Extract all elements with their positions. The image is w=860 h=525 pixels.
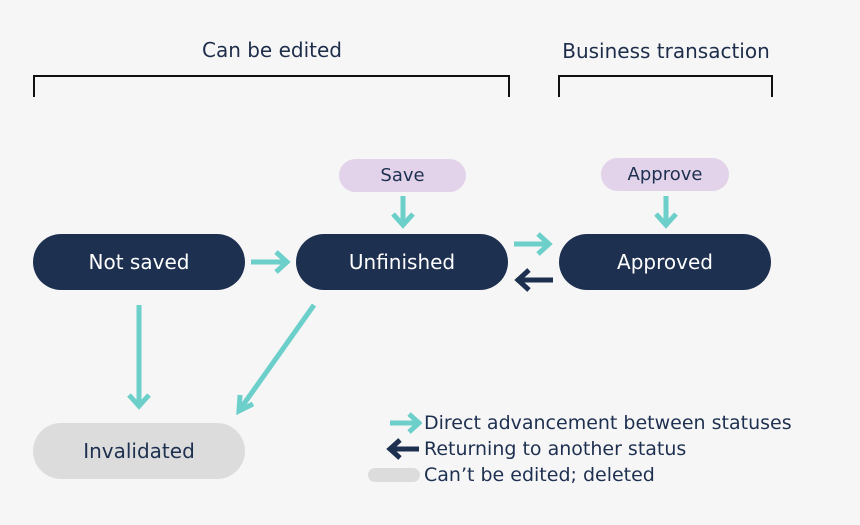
- bracket-can-be-edited: [33, 75, 510, 97]
- legend-label-deleted: Can’t be edited; deleted: [424, 464, 655, 486]
- status-not-saved: Not saved: [33, 234, 245, 290]
- status-approved: Approved: [559, 234, 771, 290]
- save-action: Save: [339, 159, 466, 192]
- arrow-not-saved-to-unfinished: [251, 250, 291, 274]
- return-arrow-icon: [366, 436, 422, 462]
- arrow-save-to-unfinished: [391, 196, 415, 229]
- bracket-business-transaction: [558, 75, 773, 97]
- arrow-not-saved-to-invalidated: [127, 305, 151, 410]
- approve-action: Approve: [601, 158, 729, 191]
- legend: Direct advancement between statuses Retu…: [366, 410, 792, 488]
- arrow-unfinished-to-approved: [514, 232, 553, 256]
- group-label-can-be-edited: Can be edited: [201, 38, 342, 62]
- status-unfinished: Unfinished: [296, 234, 508, 290]
- arrow-unfinished-to-invalidated: [236, 303, 317, 416]
- legend-label-return: Returning to another status: [424, 438, 687, 460]
- legend-row-deleted: Can’t be edited; deleted: [366, 462, 792, 488]
- advance-arrow-icon: [366, 410, 423, 436]
- deleted-swatch-icon: [366, 462, 422, 488]
- legend-row-advance: Direct advancement between statuses: [366, 410, 792, 436]
- arrow-approve-to-approved: [654, 196, 678, 229]
- status-invalidated: Invalidated: [33, 423, 245, 479]
- legend-row-return: Returning to another status: [366, 436, 792, 462]
- arrow-approved-to-unfinished: [514, 268, 553, 292]
- legend-label-advance: Direct advancement between statuses: [424, 412, 792, 434]
- group-label-business-transaction: Business transaction: [562, 39, 770, 63]
